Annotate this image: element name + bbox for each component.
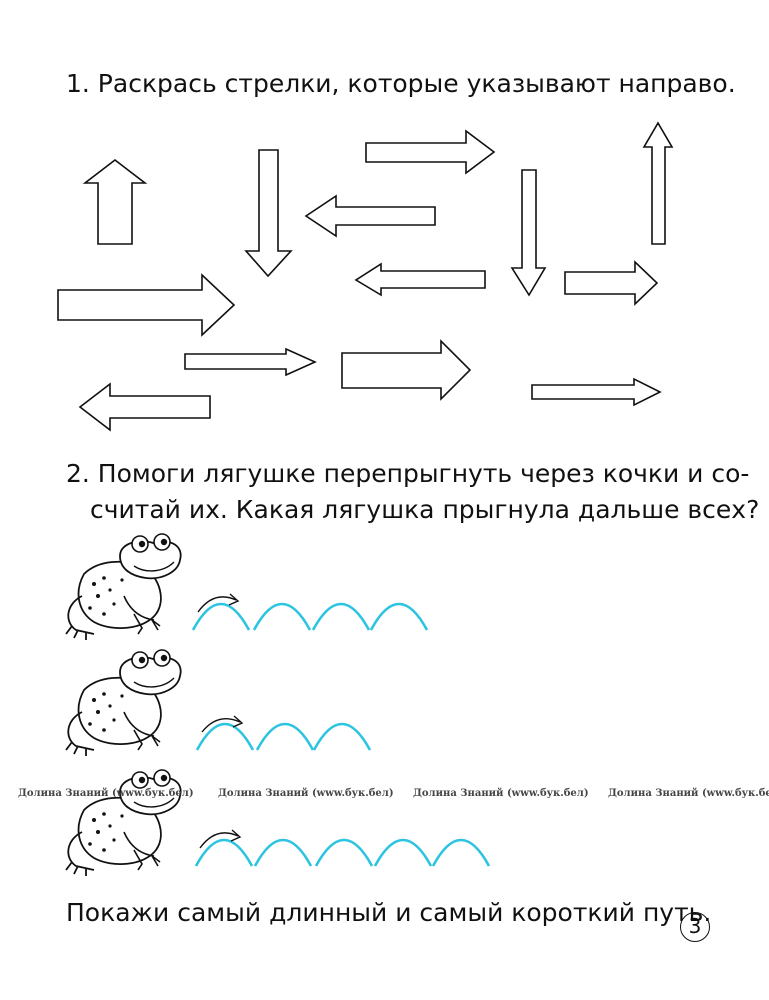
watermark: Долина Знаний (www.бук.бел) [218, 788, 394, 799]
task2-line1: 2. Помоги лягушке перепрыгнуть через коч… [66, 459, 750, 488]
page-number: 3 [680, 912, 710, 942]
arrow-down-icon[interactable] [510, 169, 547, 297]
arrow-up-icon[interactable] [642, 121, 674, 245]
hop-row-2[interactable] [195, 722, 372, 751]
arrow-right-icon[interactable] [184, 347, 317, 377]
arrow-right-icon[interactable] [564, 260, 659, 306]
hop-row-3[interactable] [194, 838, 491, 867]
jump-arrow-icon [197, 593, 240, 613]
arrow-right-icon[interactable] [57, 273, 236, 337]
arrow-left-icon[interactable] [304, 194, 436, 238]
arrow-left-icon[interactable] [354, 262, 486, 297]
frog-icon [65, 649, 182, 757]
watermark: Долина Знаний (www.бук.бел) [608, 788, 769, 799]
jump-arrow-icon [199, 829, 242, 849]
arrow-down-icon[interactable] [244, 149, 293, 278]
task2-line2: считай их. Какая лягушка прыгнула дальше… [90, 495, 760, 524]
watermark: Долина Знаний (www.бук.бел) [18, 788, 194, 799]
frog-icon [65, 533, 182, 641]
hop-row-1[interactable] [191, 602, 429, 631]
jump-arrow-icon [201, 715, 244, 733]
arrow-right-icon[interactable] [365, 129, 496, 175]
watermark: Долина Знаний (www.бук.бел) [413, 788, 589, 799]
arrow-right-icon[interactable] [531, 377, 662, 407]
arrow-right-icon[interactable] [341, 339, 472, 401]
task3-text: Покажи самый длинный и самый короткий пу… [66, 898, 712, 927]
frog-icon [65, 769, 182, 877]
task1-text: 1. Раскрась стрелки, которые указывают н… [66, 69, 736, 98]
arrow-up-icon[interactable] [82, 158, 148, 245]
arrow-left-icon[interactable] [78, 382, 211, 432]
